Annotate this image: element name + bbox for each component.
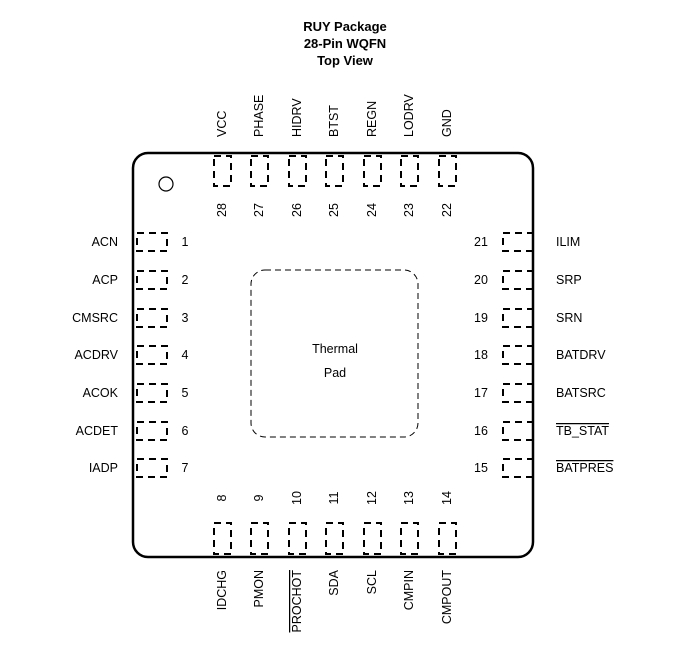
pin-name: PROCHOT <box>290 570 304 633</box>
pin-name: ILIM <box>556 235 580 249</box>
pin-pad-3 <box>136 308 168 328</box>
pin-number: 18 <box>474 348 488 362</box>
pin-name: BATPRES <box>556 461 613 475</box>
pin-pad-7 <box>136 458 168 478</box>
pin-pad-25 <box>325 155 344 187</box>
pin-name: PMON <box>252 570 266 608</box>
pin-name: SDA <box>327 569 341 595</box>
pin-name: BATSRC <box>556 386 606 400</box>
pin-name: VCC <box>215 111 229 137</box>
pin-number: 4 <box>182 348 189 362</box>
pin-name: ACP <box>92 273 118 287</box>
pin-name: BATDRV <box>556 348 606 362</box>
pin-name: HIDRV <box>290 98 304 137</box>
thermal-pad <box>250 269 419 438</box>
pin-name: TB_STAT <box>556 424 609 438</box>
pin-number: 20 <box>474 273 488 287</box>
pin-number: 12 <box>365 491 379 505</box>
pin-number: 27 <box>252 203 266 217</box>
title-line-1: RUY Package <box>303 19 387 34</box>
pin-name: SCL <box>365 570 379 594</box>
pin-pad-14 <box>438 522 457 555</box>
pin-number: 8 <box>215 494 229 501</box>
pin-pad-9 <box>250 522 269 555</box>
pin-number: 25 <box>327 203 341 217</box>
pin-name: SRP <box>556 273 582 287</box>
pin-number: 14 <box>440 491 454 505</box>
pin-number: 17 <box>474 386 488 400</box>
thermal-pad-label-2: Pad <box>324 366 346 380</box>
pin-pad-22 <box>438 155 457 187</box>
title-line-3: Top View <box>317 53 374 68</box>
pin1-marker <box>158 176 174 192</box>
title-line-2: 28-Pin WQFN <box>304 36 386 51</box>
pin-number: 7 <box>182 461 189 475</box>
pin-pad-20 <box>502 270 534 290</box>
pin-name: PHASE <box>252 95 266 137</box>
pin-pad-4 <box>136 345 168 365</box>
pin-number: 3 <box>182 311 189 325</box>
pin-number: 2 <box>182 273 189 287</box>
pin-pad-28 <box>213 155 232 187</box>
pin-number: 11 <box>327 491 341 504</box>
pin-pad-5 <box>136 383 168 403</box>
pin-pad-10 <box>288 522 307 555</box>
pin-name: REGN <box>365 101 379 137</box>
pin-number: 16 <box>474 424 488 438</box>
pin-number: 21 <box>474 235 488 249</box>
pin-number: 15 <box>474 461 488 475</box>
pin-name: ACDRV <box>74 348 118 362</box>
pin-name: ACOK <box>83 386 119 400</box>
pin-number: 22 <box>440 203 454 217</box>
pin-number: 26 <box>290 203 304 217</box>
pin-pad-15 <box>502 458 534 478</box>
pin-name: IDCHG <box>215 570 229 610</box>
pin-pad-17 <box>502 383 534 403</box>
pin-number: 1 <box>182 235 189 249</box>
pin-pad-27 <box>250 155 269 187</box>
pin-number: 6 <box>182 424 189 438</box>
pin-number: 13 <box>402 491 416 505</box>
pin-name: LODRV <box>402 93 416 137</box>
pin-name: CMPOUT <box>440 570 454 625</box>
pin-pad-26 <box>288 155 307 187</box>
pin-name: SRN <box>556 311 582 325</box>
pin-pad-24 <box>363 155 382 187</box>
pin-number: 28 <box>215 203 229 217</box>
pin-pad-6 <box>136 421 168 441</box>
pin-number: 10 <box>290 491 304 505</box>
pin-pad-8 <box>213 522 232 555</box>
pin-number: 19 <box>474 311 488 325</box>
pin-pad-16 <box>502 421 534 441</box>
pin-pad-11 <box>325 522 344 555</box>
pin-pad-1 <box>136 232 168 252</box>
pin-pad-23 <box>400 155 419 187</box>
pin-name: ACDET <box>76 424 119 438</box>
pin-number: 24 <box>365 203 379 217</box>
pin-number: 23 <box>402 203 416 217</box>
pin-name: GND <box>440 109 454 137</box>
pin-name: CMSRC <box>72 311 118 325</box>
pin-pad-18 <box>502 345 534 365</box>
pin-pad-21 <box>502 232 534 252</box>
pin-number: 5 <box>182 386 189 400</box>
pin-pad-12 <box>363 522 382 555</box>
pin-name: BTST <box>327 105 341 137</box>
pin-pad-2 <box>136 270 168 290</box>
pin-pad-19 <box>502 308 534 328</box>
pin-name: ACN <box>92 235 118 249</box>
pin-name: CMPIN <box>402 570 416 610</box>
pin-pad-13 <box>400 522 419 555</box>
pin-name: IADP <box>89 461 118 475</box>
pin-number: 9 <box>252 494 266 501</box>
thermal-pad-label-1: Thermal <box>312 342 358 356</box>
